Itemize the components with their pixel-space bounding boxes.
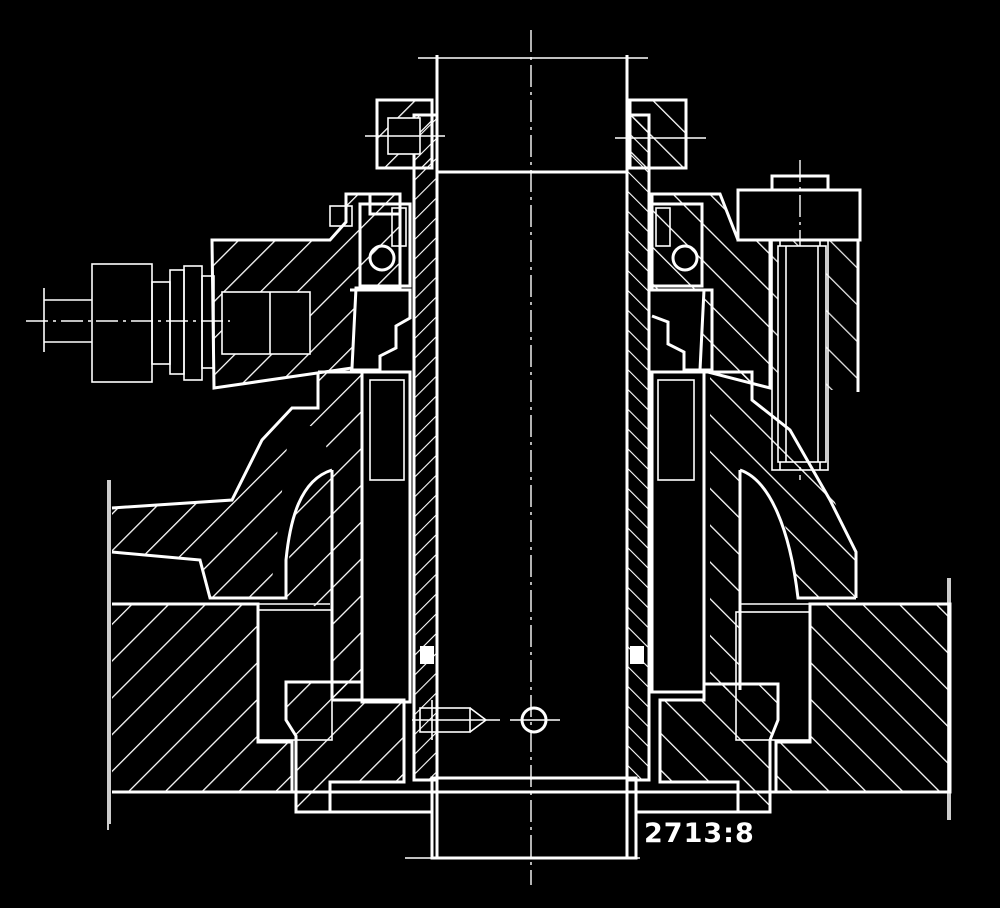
retainer-right [651, 288, 714, 372]
shaft-sleeve-left [412, 113, 439, 782]
drawing-reference-number: 2713:8 [644, 818, 755, 849]
lock-nut-left [365, 98, 445, 170]
retainer-left [350, 288, 412, 372]
pin-hole [510, 706, 560, 734]
grease-fitting-left [26, 263, 230, 383]
set-screw [412, 700, 500, 740]
stuffing-box-right [630, 370, 706, 694]
ball-bearing-right [650, 202, 704, 288]
housing-cap-left [329, 192, 400, 227]
bottom-flange [112, 776, 950, 860]
shaft [405, 55, 648, 859]
shaft-sleeve-right [625, 113, 651, 782]
lower-hub-left [257, 609, 406, 814]
lock-nut-right [615, 98, 706, 170]
lower-hub-right [658, 611, 811, 814]
ball-bearing-left [358, 202, 412, 288]
bearing-housing-left [210, 192, 402, 390]
